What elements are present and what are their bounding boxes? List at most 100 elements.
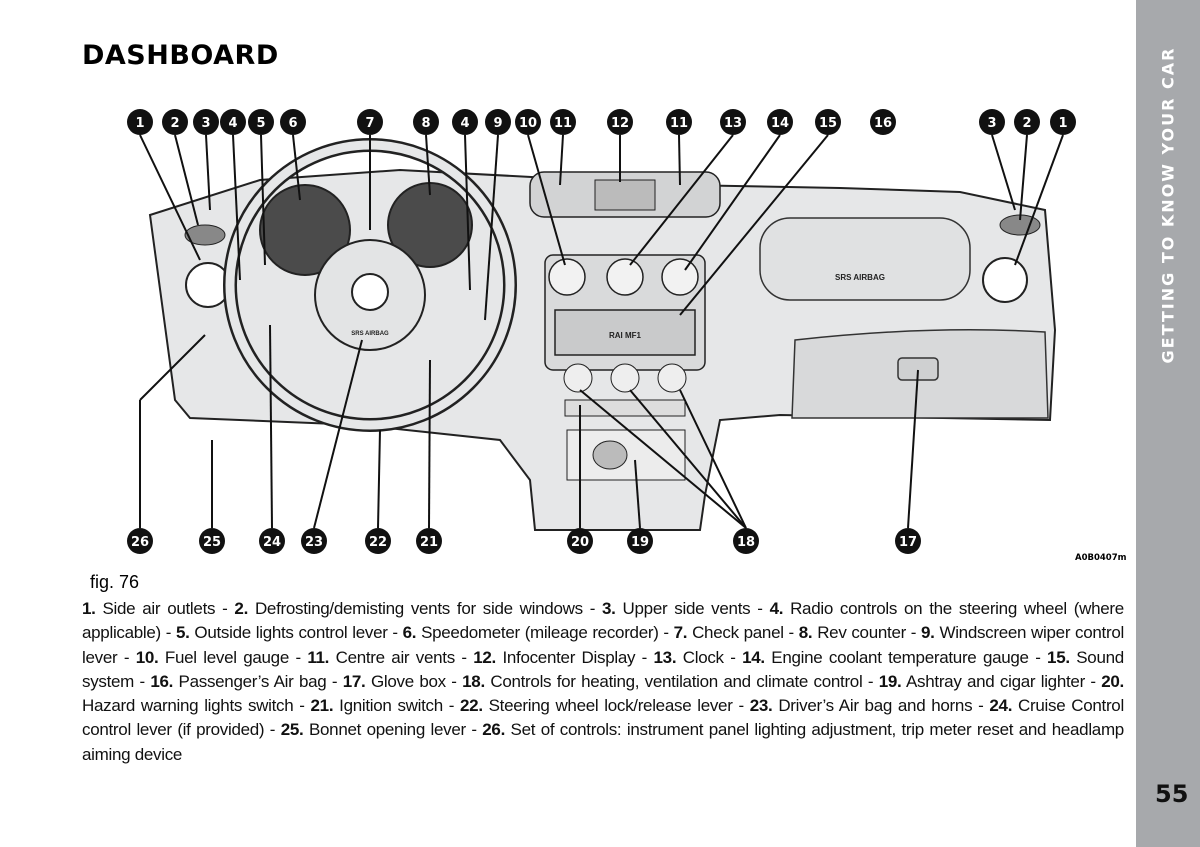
legend-item-number: 10. — [135, 647, 159, 667]
legend-item-number: 26. — [482, 720, 506, 740]
coolant-gauge — [661, 258, 699, 296]
callout-13: 13 — [724, 116, 742, 131]
legend-item: 1. Side air outlets — [82, 599, 215, 618]
callout-1b: 1 — [1058, 116, 1067, 131]
legend-item: 5. Outside lights control lever — [176, 623, 388, 642]
callout-22: 22 — [369, 535, 387, 550]
legend-item: 18. Controls for heating, ventilation an… — [462, 671, 863, 691]
legend-text: 1. Side air outlets - 2. Defrosting/demi… — [82, 599, 1124, 764]
legend-item-number: 9. — [921, 623, 935, 643]
legend-item: 24. Cruise Control control lever (if pro… — [82, 696, 1124, 739]
legend-item: 3. Upper side vents — [602, 599, 751, 618]
legend-item-text: Hazard warning lights switch — [82, 696, 294, 716]
callout-16: 16 — [874, 116, 892, 131]
legend-item: 21. Ignition switch — [310, 696, 444, 716]
legend-item-text: Sound system — [82, 647, 1124, 691]
callout-26: 26 — [131, 535, 149, 550]
legend-item-number: 12. — [473, 647, 496, 667]
callout-11: 11 — [554, 116, 572, 131]
legend-item: 26. Set of controls: instrument panel li… — [82, 720, 1124, 763]
callout-5: 5 — [256, 116, 265, 131]
legend-item: 15. Sound system — [82, 648, 1124, 691]
page-title: DASHBOARD — [82, 40, 279, 71]
legend-item-text: Controls for heating, ventilation and cl… — [490, 671, 863, 691]
speedometer — [259, 184, 351, 276]
legend-item-number: 5. — [175, 623, 190, 643]
legend-item-text: Defrosting/demisting vents for side wind… — [254, 599, 583, 618]
legend-item: 20. Hazard warning lights switch — [82, 672, 1124, 715]
side-tab — [1136, 0, 1200, 847]
legend-item-number: 11. — [307, 647, 330, 667]
callout-2b: 2 — [1022, 116, 1031, 131]
callout-20: 20 — [571, 535, 589, 550]
legend-item-number: 8. — [798, 623, 813, 643]
callout-19: 19 — [631, 535, 649, 550]
legend-item: 23. Driver’s Air bag and horns — [750, 696, 973, 715]
figure-code: A0B0407m — [1075, 553, 1127, 563]
callout-17: 17 — [899, 535, 917, 550]
legend-item-text: Cruise Control control lever (if provide… — [82, 696, 1124, 740]
wheel-airbag-label: SRS AIRBAG — [351, 331, 389, 337]
alfa-logo — [351, 273, 389, 311]
radio-unit — [554, 309, 696, 356]
callout-4b: 4 — [460, 116, 469, 131]
legend-item-number: 15. — [1047, 647, 1070, 667]
legend-item-number: 21. — [310, 696, 334, 716]
callout-24: 24 — [263, 535, 281, 550]
bottom-callouts: 26 25 24 23 22 21 20 19 18 17 — [127, 528, 921, 554]
legend-item-text: Side air outlets — [102, 599, 216, 618]
side-tab-label: GETTING TO KNOW YOUR CAR — [1158, 46, 1178, 364]
callout-2: 2 — [170, 116, 179, 131]
legend-item: 13. Clock — [653, 647, 725, 667]
legend-item: 25. Bonnet opening lever — [281, 720, 466, 739]
legend-item-text: Clock — [682, 647, 724, 667]
legend-item-text: Steering wheel lock/release lever — [488, 696, 733, 716]
passenger-airbag-panel — [759, 217, 971, 301]
climate-knob-right — [657, 363, 687, 393]
callout-25: 25 — [203, 535, 221, 550]
legend-item-text: Bonnet opening lever — [308, 720, 466, 740]
fuel-gauge — [548, 258, 586, 296]
callout-23: 23 — [305, 535, 323, 550]
callout-4: 4 — [228, 116, 237, 131]
figure-caption: fig. 76 — [90, 572, 140, 592]
legend-item: 10. Fuel level gauge — [135, 647, 290, 667]
legend-item-text: Radio controls on the steering wheel (wh… — [82, 599, 1124, 643]
callout-21: 21 — [420, 535, 438, 550]
legend-item-number: 25. — [280, 720, 304, 740]
callout-8: 8 — [421, 116, 430, 131]
legend-item: 22. Steering wheel lock/release lever — [460, 696, 733, 715]
legend-item: 9. Windscreen wiper control lever — [82, 623, 1124, 666]
legend-item-number: 19. — [878, 671, 902, 691]
legend-item-number: 22. — [460, 696, 483, 716]
legend-item-text: Glove box — [370, 671, 446, 691]
legend-item: 11. Centre air vents — [307, 648, 455, 667]
legend-item-text: Windscreen wiper control lever — [82, 623, 1124, 667]
callout-18: 18 — [737, 535, 755, 550]
legend-item-number: 20. — [1101, 671, 1124, 691]
callout-3: 3 — [201, 116, 210, 131]
clock-gauge — [606, 258, 644, 296]
legend-item-number: 13. — [653, 647, 677, 667]
legend-item-number: 1. — [82, 599, 96, 618]
callout-3b: 3 — [987, 116, 996, 131]
gear-knob — [592, 440, 628, 470]
legend-item-number: 3. — [602, 599, 616, 618]
legend-item-text: Infocenter Display — [502, 647, 636, 667]
legend-item: 7. Check panel — [674, 623, 784, 642]
legend-item-text: Ignition switch — [339, 696, 443, 716]
legend-item: 17. Glove box — [343, 672, 446, 691]
legend-item-text: Check panel — [692, 623, 784, 643]
legend-item-text: Ashtray and cigar lighter — [906, 671, 1085, 691]
legend-item-number: 18. — [462, 671, 485, 691]
legend-item-number: 4. — [769, 599, 784, 618]
callout-15: 15 — [819, 116, 837, 131]
callout-7: 7 — [365, 116, 374, 131]
infocenter-display — [594, 179, 656, 211]
legend-item: 12. Infocenter Display — [473, 648, 635, 667]
climate-knob-centre — [610, 363, 640, 393]
legend-item-number: 23. — [749, 696, 773, 716]
legend-item-number: 2. — [234, 599, 248, 618]
callout-1: 1 — [135, 116, 144, 131]
leader-lines — [139, 134, 1064, 529]
